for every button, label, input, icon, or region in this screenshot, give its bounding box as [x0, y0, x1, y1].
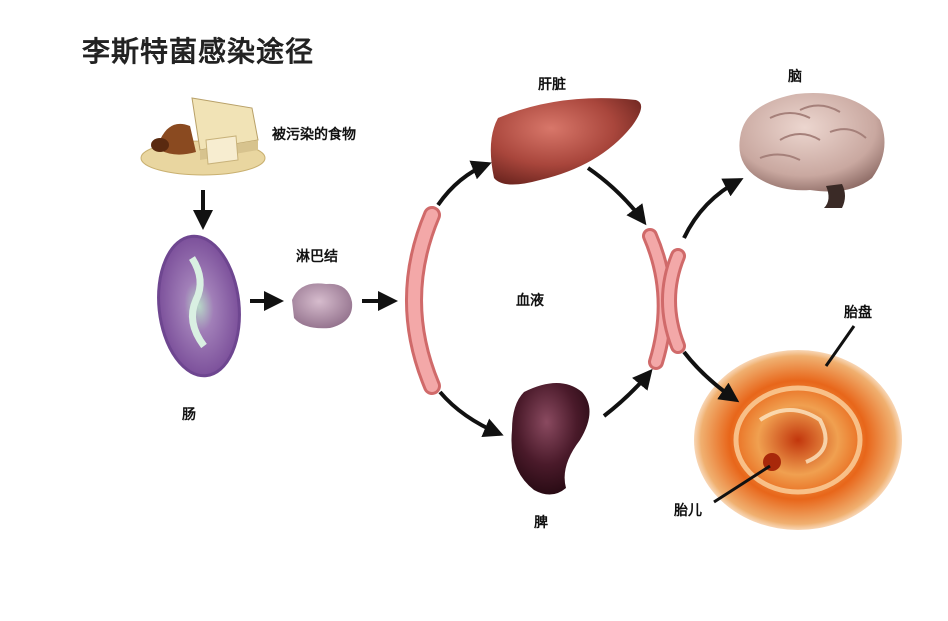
- blood-vessel-right: [642, 228, 686, 370]
- brain-icon: [739, 93, 885, 208]
- label-food: 被污染的食物: [272, 127, 356, 143]
- label-spleen: 脾: [534, 515, 548, 531]
- placenta-pointer-line: [824, 325, 856, 367]
- intestine-icon: [157, 234, 241, 378]
- arrow-spleen-to-blood: [602, 368, 653, 418]
- blood-vessel-left: [405, 206, 441, 395]
- label-fetus: 胎儿: [674, 503, 702, 519]
- fetus-pointer-line: [713, 464, 771, 504]
- spleen-icon: [511, 383, 590, 495]
- contaminated-food-icon: [140, 97, 266, 176]
- arrow-blood-to-liver: [436, 160, 492, 207]
- label-lymph-node: 淋巴结: [296, 249, 338, 265]
- diagram-title: 李斯特菌感染途径: [82, 35, 315, 68]
- label-liver: 肝脏: [538, 77, 566, 93]
- label-intestine: 肠: [182, 407, 196, 423]
- arrow-blood-to-placenta: [682, 350, 740, 403]
- liver-icon: [490, 98, 642, 185]
- arrow-liver-to-blood: [586, 166, 647, 226]
- label-placenta: 胎盘: [844, 305, 872, 321]
- arrow-blood-to-brain: [682, 178, 744, 239]
- label-blood: 血液: [516, 293, 544, 309]
- lymph-node-icon: [292, 283, 353, 329]
- placenta-fetus-icon: [694, 350, 902, 530]
- arrow-blood-to-spleen: [438, 390, 504, 438]
- label-brain: 脑: [788, 69, 802, 85]
